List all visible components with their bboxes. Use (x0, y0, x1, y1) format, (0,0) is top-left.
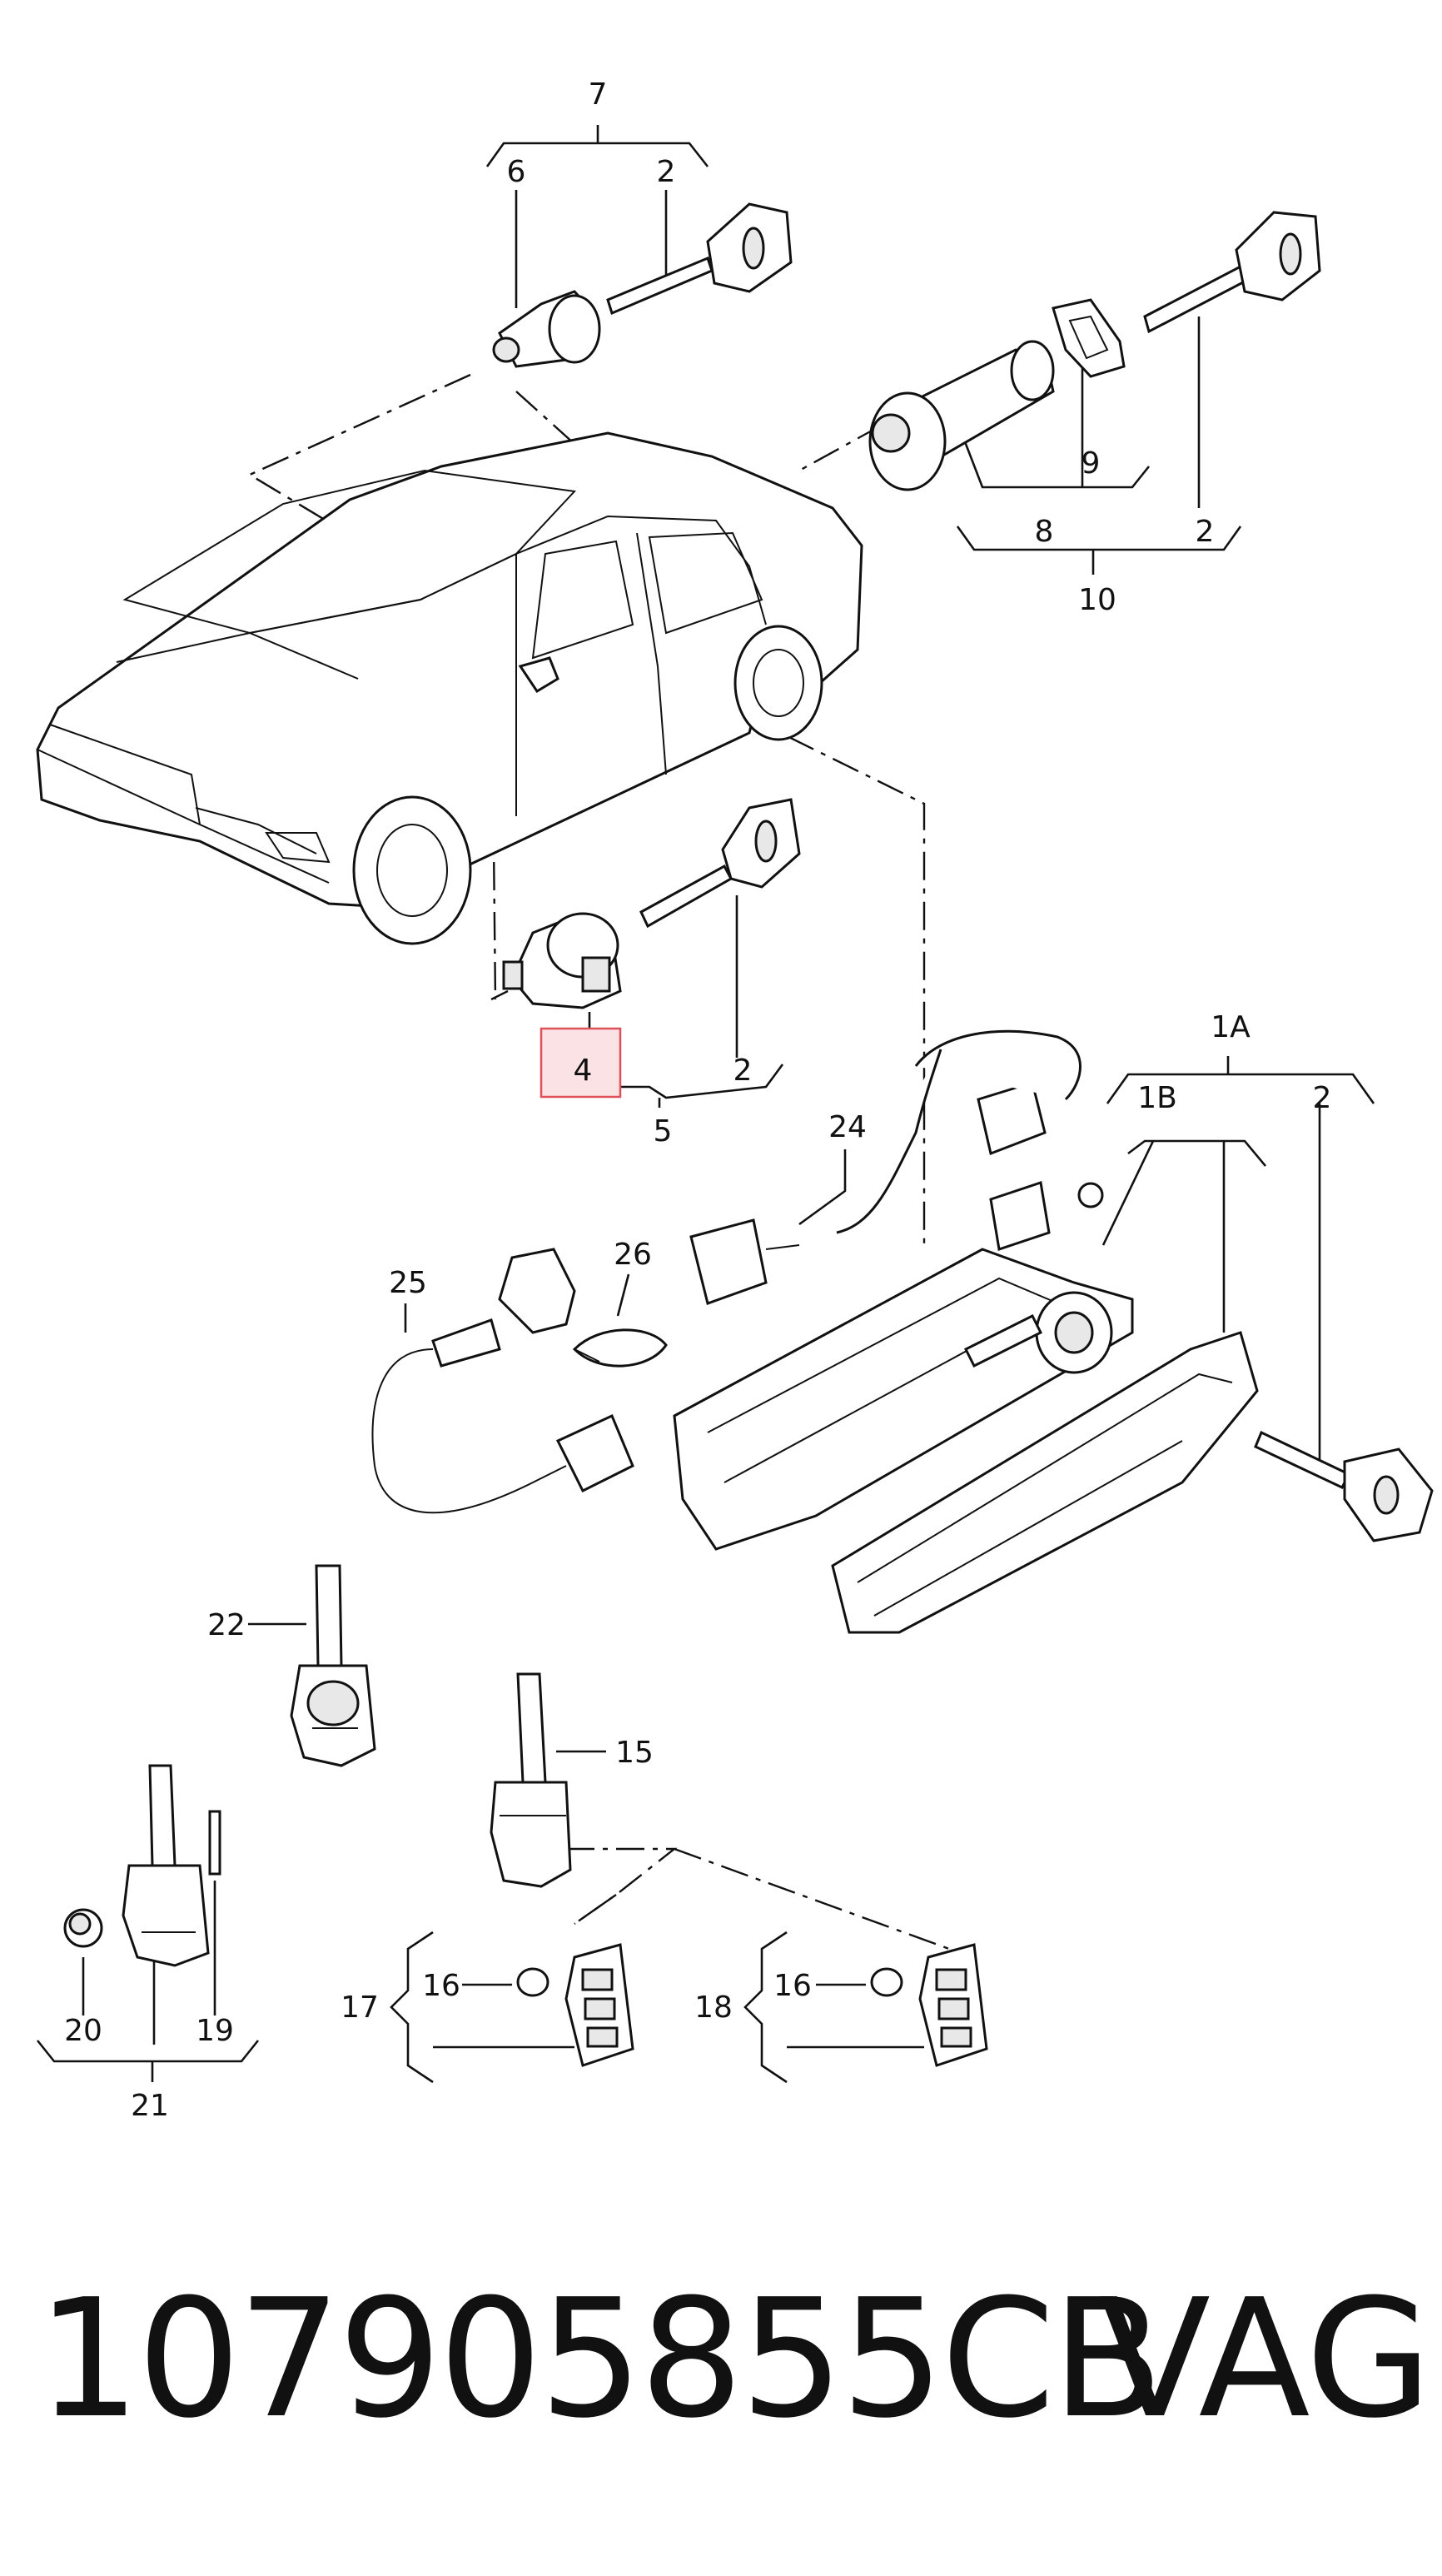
lock-cylinder-6 (492, 290, 601, 368)
label-18: 18 (694, 1991, 733, 2025)
key-22 (290, 1564, 376, 1767)
label-20: 20 (64, 2014, 102, 2048)
key-2-trunk (1143, 211, 1321, 334)
label-2-top: 2 (657, 155, 676, 189)
trunk-lock-8 (868, 340, 1055, 491)
battery-20 (63, 1908, 103, 1948)
cable-tie-26 (572, 1328, 668, 1368)
brand-name: VAG (1099, 2265, 1432, 2454)
label-1B: 1B (1137, 1081, 1177, 1115)
label-10: 10 (1078, 583, 1116, 617)
bracket-lines (36, 125, 1375, 2084)
label-1A: 1A (1211, 1010, 1251, 1044)
label-19: 19 (196, 2014, 234, 2048)
highlight-box (540, 1027, 622, 1099)
connector-24 (689, 1218, 800, 1305)
label-17: 17 (341, 1991, 379, 2025)
connector-small (555, 1413, 634, 1493)
label-9: 9 (1082, 446, 1101, 481)
key-2-door (1254, 1430, 1434, 1542)
key-15 (490, 1672, 572, 1888)
parts-diagram: 7 6 2 9 8 2 10 4 2 5 1A 1B 2 24 25 26 22… (36, 77, 1434, 2123)
key-2-ignition (639, 798, 801, 929)
label-5: 5 (654, 1114, 673, 1148)
label-25: 25 (389, 1266, 427, 1300)
connector-25 (371, 1248, 576, 1514)
label-7: 7 (589, 77, 608, 112)
gasket-9 (1052, 298, 1126, 378)
remote-18 (870, 1943, 988, 2067)
part-number: 107905855CB (37, 2265, 1164, 2454)
label-2-ignition: 2 (733, 1054, 753, 1088)
label-26: 26 (614, 1238, 652, 1272)
key-2-top (606, 202, 793, 316)
label-4: 4 (574, 1054, 593, 1088)
pin-19 (208, 1810, 221, 1876)
label-2-trunk: 2 (1196, 515, 1215, 549)
label-24: 24 (828, 1110, 867, 1144)
label-8: 8 (1035, 515, 1054, 549)
door-handle-assembly (673, 1029, 1259, 1634)
label-16-right: 16 (773, 1969, 812, 2003)
key-21 (122, 1764, 210, 1967)
car-illustration (36, 431, 863, 945)
label-15: 15 (615, 1736, 654, 1770)
callout-labels: 7 6 2 9 8 2 10 4 2 5 1A 1B 2 24 25 26 22… (64, 77, 1331, 2123)
label-16-left: 16 (422, 1969, 460, 2003)
ignition-lock-4 (502, 912, 622, 1009)
remote-17 (516, 1943, 634, 2067)
label-6: 6 (507, 155, 526, 189)
label-21: 21 (131, 2089, 169, 2123)
label-22: 22 (207, 1608, 246, 1642)
label-2-door: 2 (1313, 1081, 1332, 1115)
